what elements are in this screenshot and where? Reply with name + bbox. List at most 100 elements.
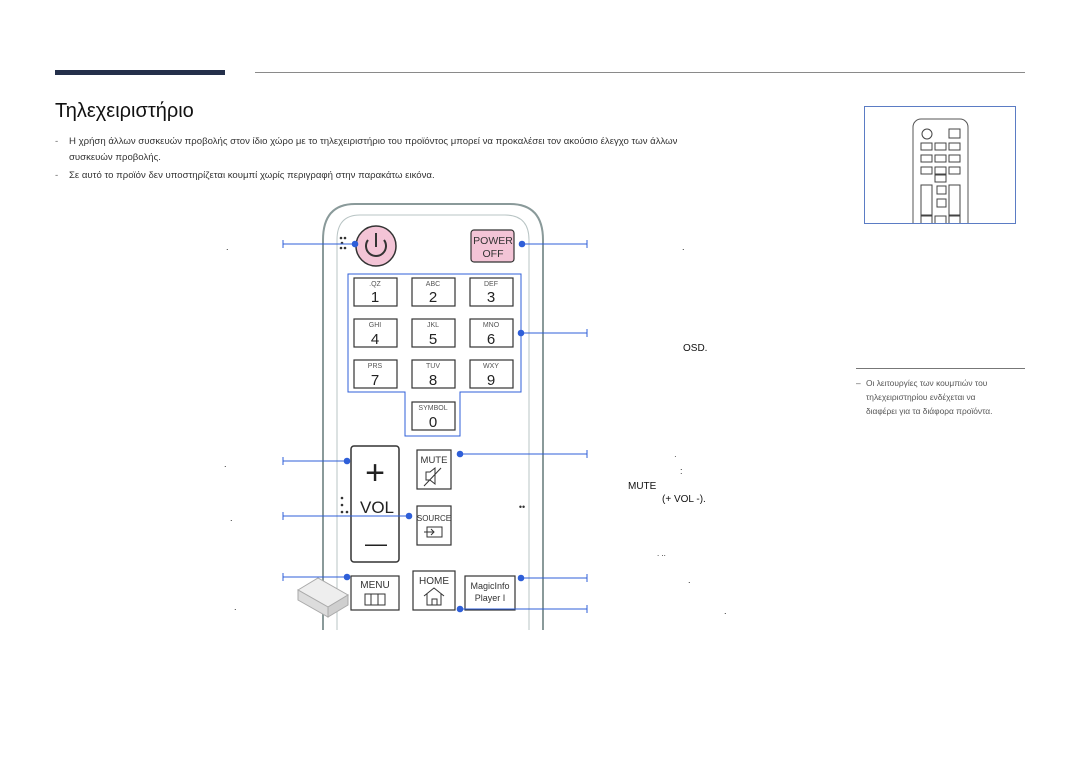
key-4-digit: 4 — [371, 331, 379, 348]
number-keys-highlight — [347, 273, 522, 437]
source-button[interactable]: SOURCE — [416, 505, 452, 546]
side-note-line-2: τηλεχειριστηρίου ενδέχεται να — [866, 392, 976, 402]
key-6[interactable]: MNO 6 — [469, 318, 514, 348]
mute-button[interactable]: MUTE — [416, 449, 452, 490]
callout-number-keys — [517, 329, 588, 337]
key-0[interactable]: SYMBOL 0 — [411, 401, 456, 431]
side-note-line-1: Οι λειτουργίες των κουμπιών του — [866, 378, 988, 388]
callout-left-volup-text: . — [224, 459, 227, 469]
key-4-letters: GHI — [369, 322, 382, 329]
key-1-letters: .QZ — [369, 281, 381, 288]
volume-rocker[interactable]: + VOL — — [350, 445, 400, 563]
key-2[interactable]: ABC 2 — [411, 277, 456, 307]
key-7-letters: PRS — [368, 363, 383, 370]
magicinfo-label-1: MagicInfo — [470, 581, 509, 591]
key-2-letters: ABC — [426, 281, 440, 288]
key-0-letters: SYMBOL — [418, 405, 447, 412]
key-6-letters: MNO — [483, 322, 500, 329]
note-bullet: - — [55, 170, 59, 181]
callout-menu — [282, 573, 351, 581]
callout-source — [282, 512, 413, 520]
home-button[interactable]: HOME — [412, 570, 456, 611]
callout-right-mute-text-1: · — [674, 452, 677, 461]
battery-tab-icon — [297, 577, 349, 618]
note-2: -Σε αυτό το προϊόν δεν υποστηρίζεται κου… — [55, 168, 815, 184]
callout-right-mute-text-4: (+ VOL -). — [662, 494, 706, 505]
callout-left-voldown-text: . — [230, 513, 233, 523]
header-rule — [255, 72, 1025, 73]
callout-right-mute-text-2: : — [680, 466, 683, 476]
power-off-label-2: OFF — [483, 248, 504, 260]
key-5-letters: JKL — [427, 322, 439, 329]
callout-volume-up — [282, 457, 351, 465]
menu-button[interactable]: MENU — [350, 575, 400, 611]
magicinfo-label-2: Player I — [475, 593, 506, 603]
note-1-line-1: Η χρήση άλλων συσκευών προβολής στον ίδι… — [69, 136, 678, 147]
callout-left-menu-text: . — [234, 602, 237, 612]
mute-speaker-icon — [423, 466, 442, 487]
key-2-digit: 2 — [429, 289, 437, 306]
note-2-line-1: Σε αυτό το προϊόν δεν υποστηρίζεται κουμ… — [69, 170, 435, 181]
key-4[interactable]: GHI 4 — [353, 318, 398, 348]
key-7-digit: 7 — [371, 372, 379, 389]
menu-label: MENU — [360, 580, 389, 591]
side-note-line-3: διαφέρει για τα διάφορα προϊόντα. — [866, 406, 993, 416]
mute-label: MUTE — [421, 455, 448, 466]
power-button[interactable] — [355, 225, 397, 267]
key-8-letters: TUV — [426, 363, 440, 370]
callout-magicinfo — [517, 574, 588, 582]
power-dots-icon — [339, 236, 347, 250]
note-bullet: - — [55, 136, 59, 147]
note-1-line-2: συσκευών προβολής. — [69, 152, 161, 163]
key-3-digit: 3 — [487, 289, 495, 306]
magicinfo-button[interactable]: MagicInfo Player I — [464, 575, 516, 611]
callout-power — [282, 240, 359, 248]
callout-right-home-text: . — [724, 606, 727, 616]
key-0-digit: 0 — [429, 414, 437, 431]
remote-body-inner — [336, 214, 530, 630]
volume-down-button[interactable]: — — [365, 531, 387, 556]
key-3-letters: DEF — [484, 281, 498, 288]
remote-thumbnail-icon — [912, 118, 969, 223]
key-7[interactable]: PRS 7 — [353, 359, 398, 389]
callout-left-power-text: . — [226, 242, 229, 252]
key-9-digit: 9 — [487, 372, 495, 389]
remote-body-outline — [322, 203, 544, 630]
key-1-digit: 1 — [371, 289, 379, 306]
remote-thumbnail — [864, 106, 1016, 224]
key-9-letters: WXY — [483, 363, 499, 370]
remote-dots: •• — [519, 502, 525, 512]
note-1: -Η χρήση άλλων συσκευών προβολής στον ίδ… — [55, 134, 815, 166]
callout-mute — [456, 450, 588, 458]
key-8[interactable]: TUV 8 — [411, 359, 456, 389]
callout-right-power-off-text: . — [682, 242, 685, 252]
key-3[interactable]: DEF 3 — [469, 277, 514, 307]
menu-grid-icon — [364, 593, 386, 606]
key-9[interactable]: WXY 9 — [469, 359, 514, 389]
power-off-button[interactable]: POWER OFF — [470, 229, 515, 263]
side-note-rule — [856, 368, 1025, 369]
callout-right-numbers-text: OSD. — [683, 343, 707, 354]
source-label: SOURCE — [417, 514, 451, 523]
side-note: – Οι λειτουργίες των κουμπιών του τηλεχε… — [856, 376, 1026, 418]
page-title: Τηλεχειριστήριο — [55, 100, 194, 122]
home-label: HOME — [419, 576, 449, 587]
header-accent-bar — [55, 70, 225, 75]
callout-power-off — [518, 240, 588, 248]
power-icon — [365, 239, 387, 257]
volume-dots-icon — [340, 496, 349, 514]
volume-up-button[interactable]: + — [365, 454, 385, 492]
power-off-label-1: POWER — [473, 235, 513, 247]
key-6-digit: 6 — [487, 331, 495, 348]
volume-label: VOL — [360, 498, 394, 517]
key-8-digit: 8 — [429, 372, 437, 389]
source-input-icon — [424, 526, 443, 538]
callout-right-mute-text-3: MUTE — [628, 481, 657, 492]
callout-right-source-text: . .. — [657, 549, 666, 558]
key-5[interactable]: JKL 5 — [411, 318, 456, 348]
callout-right-magicinfo-text: . — [688, 575, 691, 585]
home-icon — [423, 587, 445, 606]
key-1[interactable]: .QZ 1 — [353, 277, 398, 307]
callout-home — [456, 605, 588, 613]
